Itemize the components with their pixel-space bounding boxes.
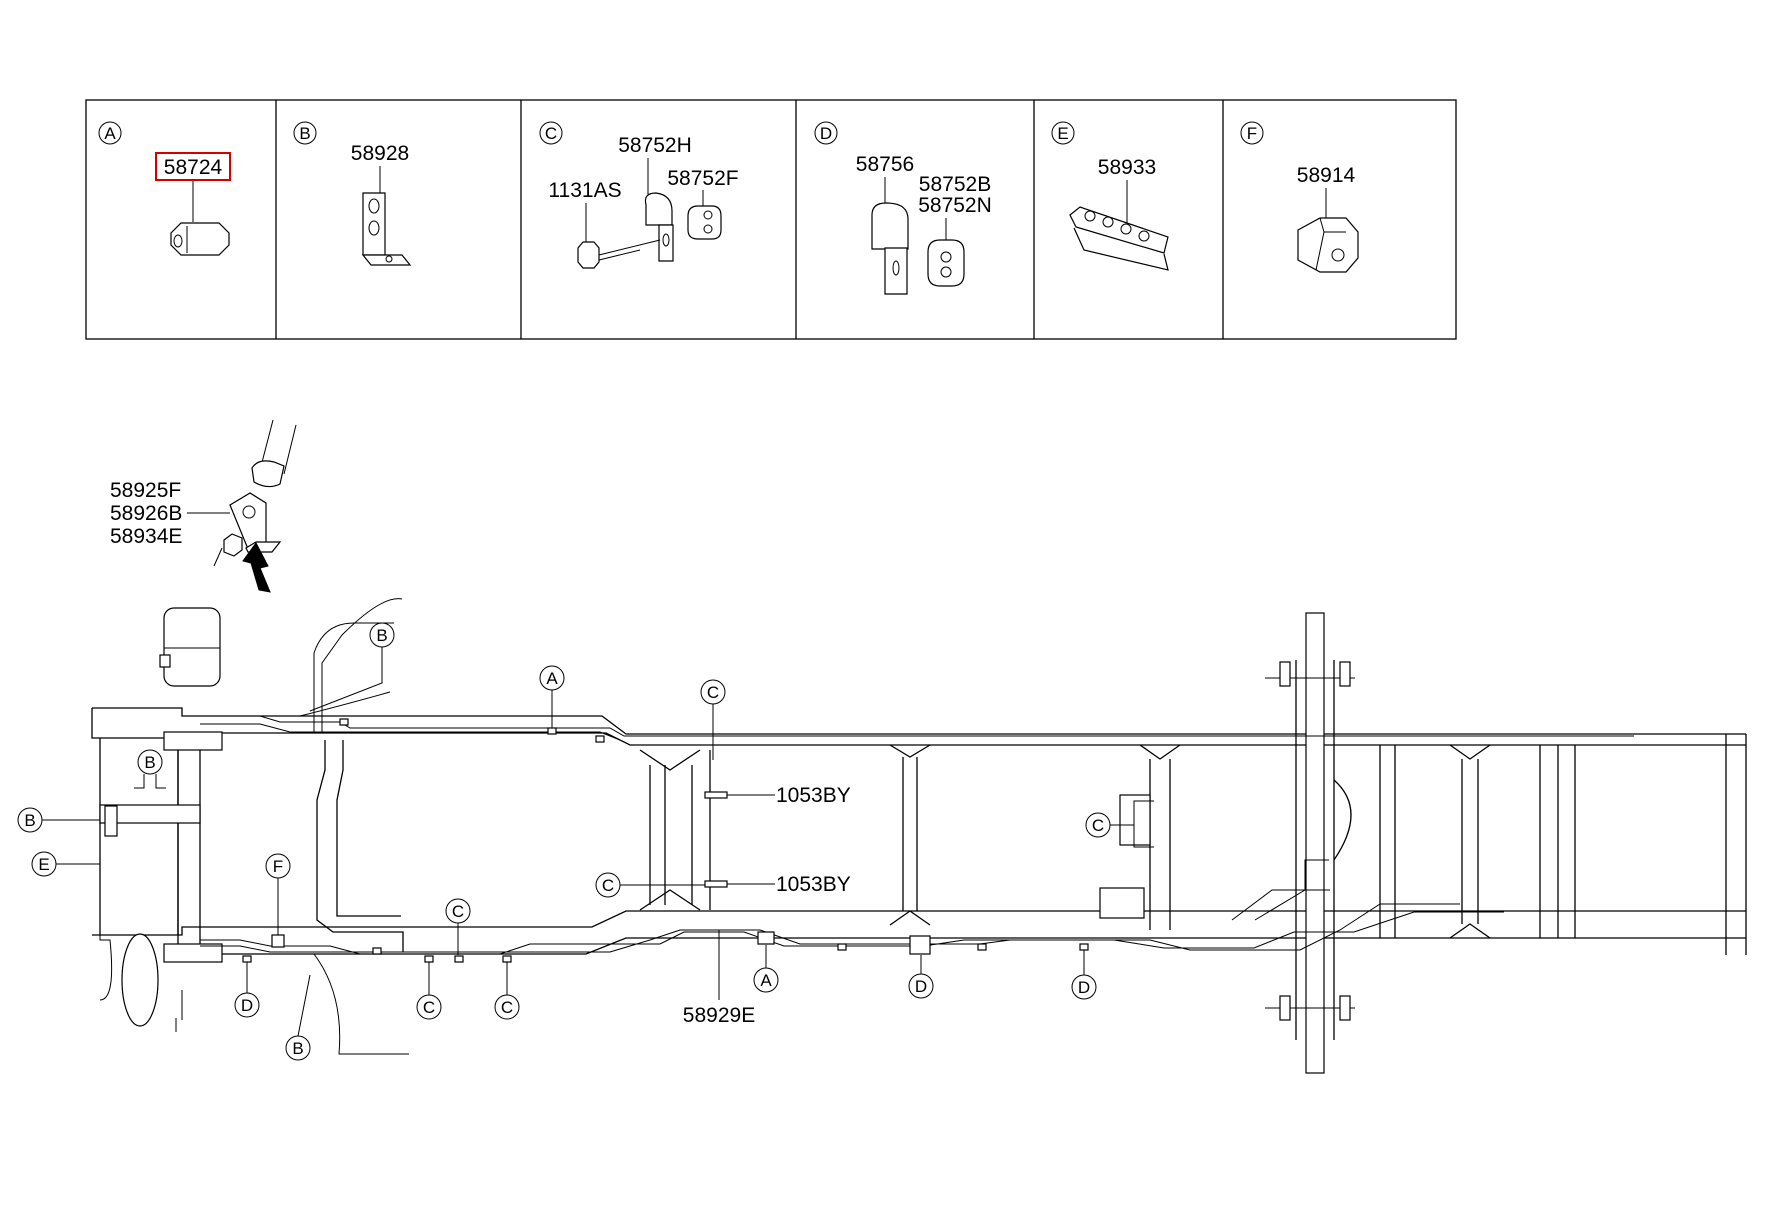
callout-d-bottom-2[interactable]: D: [915, 977, 927, 996]
callout-d-bottom-3[interactable]: D: [1078, 978, 1090, 997]
nut-icon: [223, 533, 243, 557]
part-1131as-label[interactable]: 1131AS: [548, 179, 621, 202]
panel-d-letter: D: [820, 124, 832, 143]
frame-callouts: B A C 1053BY 1053BY C B B E F: [17, 622, 1154, 1061]
chassis-frame: [91, 607, 1747, 1074]
parts-legend-table: [85, 99, 1457, 340]
callout-b-left-upper[interactable]: B: [144, 753, 155, 772]
part-58756-label[interactable]: 58756: [856, 153, 914, 176]
panel-b: B 58928: [293, 121, 412, 266]
panel-e-letter: E: [1057, 124, 1068, 143]
part-58933-label[interactable]: 58933: [1098, 156, 1156, 179]
callout-c-bottom-3[interactable]: C: [501, 998, 513, 1017]
part-58914-label[interactable]: 58914: [1297, 164, 1356, 187]
clip-58752b-icon[interactable]: [927, 239, 965, 287]
part-58752n-label[interactable]: 58752N: [918, 194, 992, 217]
panel-a-letter: A: [104, 124, 116, 143]
panel-f: F 58914: [1240, 121, 1359, 273]
multi-clip-58933-icon[interactable]: [1069, 206, 1169, 271]
callout-f-left[interactable]: F: [273, 857, 283, 876]
part-58934e-label[interactable]: 58934E: [110, 525, 182, 548]
clip-58752f-icon[interactable]: [687, 205, 722, 240]
callout-d-bottom-1[interactable]: D: [241, 996, 253, 1015]
brake-lines: [99, 598, 1634, 1055]
callout-c-right[interactable]: C: [1092, 816, 1104, 835]
callout-b-left[interactable]: B: [24, 811, 35, 830]
callout-b-bottom[interactable]: B: [292, 1039, 303, 1058]
panel-a: A 58724: [98, 121, 231, 256]
clamp-58752h-icon[interactable]: [644, 192, 674, 262]
line-clips: [242, 718, 1089, 963]
callout-b-top[interactable]: B: [376, 626, 387, 645]
part-58752b-label[interactable]: 58752B: [919, 173, 991, 196]
part-58724-label[interactable]: 58724: [164, 156, 223, 179]
part-1053by-upper-label[interactable]: 1053BY: [776, 784, 851, 807]
callout-a-bottom[interactable]: A: [760, 971, 772, 990]
bolt-1131as-icon[interactable]: [577, 239, 661, 269]
highlight-box: [155, 152, 231, 181]
panel-c: C 58752H 58752F 1131AS: [539, 121, 739, 269]
panel-c-letter: C: [545, 124, 557, 143]
grommet-58914-icon[interactable]: [1297, 217, 1359, 273]
panel-e: E 58933: [1051, 121, 1169, 271]
detail-inset: 58925F 58926B 58934E: [110, 419, 297, 567]
callout-a-top[interactable]: A: [546, 669, 558, 688]
part-1053by-lower-label[interactable]: 1053BY: [776, 873, 851, 896]
part-58928-label[interactable]: 58928: [351, 142, 409, 165]
callout-c-bottom-2[interactable]: C: [452, 902, 464, 921]
part-58929e-label[interactable]: 58929E: [683, 1004, 755, 1027]
hex-spacer-58724-icon[interactable]: [170, 222, 230, 256]
part-58752f-label[interactable]: 58752F: [667, 167, 738, 190]
panel-b-letter: B: [299, 124, 310, 143]
hose-fitting-icon: [251, 460, 285, 488]
clamp-58756-icon[interactable]: [871, 202, 909, 295]
bracket-58928-icon[interactable]: [361, 192, 412, 266]
callout-c-mid[interactable]: C: [602, 876, 614, 895]
part-58925f-label[interactable]: 58925F: [110, 479, 181, 502]
detail-arrow-icon: [242, 542, 271, 593]
part-58752h-label[interactable]: 58752H: [618, 134, 692, 157]
callout-e-left[interactable]: E: [38, 855, 49, 874]
panel-d: D 58756 58752B 58752N: [814, 121, 992, 295]
callout-c-bottom-1[interactable]: C: [423, 998, 435, 1017]
callout-c-top[interactable]: C: [707, 683, 719, 702]
part-58926b-label[interactable]: 58926B: [110, 502, 182, 525]
panel-f-letter: F: [1247, 124, 1257, 143]
